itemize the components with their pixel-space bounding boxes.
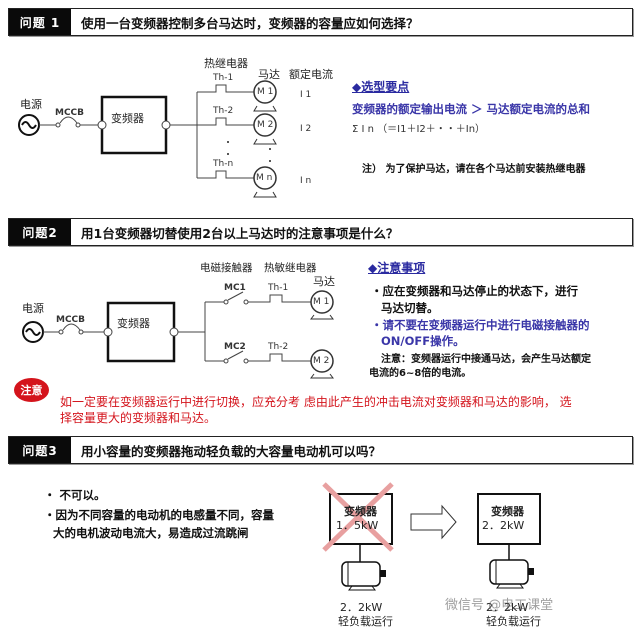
- right-motor-icon: [489, 559, 534, 589]
- contactor-mc1-label: MC1: [224, 283, 246, 293]
- wrong-motor-icon: [341, 561, 386, 591]
- motor-2-icon: [253, 113, 277, 145]
- motor-2-icon: [310, 349, 334, 379]
- note-item-1-line-2: 马达切替。: [381, 301, 439, 315]
- relay-th1-label: Th-1: [213, 73, 234, 83]
- answer-line-3: 大的电机波动电流大，易造成过流跳闸: [53, 526, 249, 540]
- q2-circuit-svg: [22, 290, 334, 379]
- relay-thn-label: Th-n: [213, 159, 234, 169]
- wrong-inverter-label: 变频器: [344, 505, 377, 518]
- selection-rule: 变频器的额定输出电流 ＞ 马达额定电流的总和: [352, 102, 591, 116]
- caution-line-2: 电流的6~8倍的电流。: [369, 368, 472, 379]
- note-item-2-line-1: ・请不要在变频器运行中进行电磁接触器的: [371, 318, 590, 332]
- question-2-label: 问题2: [9, 219, 71, 245]
- mccb-label: MCCB: [55, 108, 85, 118]
- power-source-label: 电源: [20, 98, 42, 111]
- motor-2-label: M 2: [313, 356, 330, 366]
- q3-comparison-diagram: 变频器 1．5kW 2．2kW 轻负载运行 变频器 2．2kW 2．2kW 轻负…: [310, 470, 640, 631]
- caution-badge: 注意: [14, 378, 49, 402]
- question-2-bar: 问题2 用1台变频器切替使用2台以上马达时的注意事项是什么？: [8, 218, 633, 246]
- question-1-text: 使用一台变频器控制多台马达时，变频器的容量应如何选择？: [81, 15, 419, 31]
- right-motor-rating: 2．2kW: [486, 601, 529, 614]
- contactor-mc2-label: MC2: [224, 342, 246, 352]
- inverter-label: 变频器: [117, 317, 150, 330]
- current-in-label: I n: [300, 176, 312, 186]
- inverter-box: [106, 301, 176, 363]
- right-motor-note: 轻负载运行: [486, 615, 541, 628]
- relay-th2-label: Th-2: [213, 106, 234, 116]
- right-inverter-box: [477, 493, 541, 545]
- inverter-label: 变频器: [111, 112, 144, 125]
- warning-line-1: 如一定要在变频器运行中进行切换，应充分考 虑由此产生的冲击电流对变频器和马达的影…: [60, 395, 572, 409]
- motor-1-label: M 1: [313, 297, 330, 307]
- current-i2-label: I 2: [300, 124, 312, 134]
- motor-header: 马达: [258, 68, 280, 81]
- question-1-label: 问题 1: [9, 9, 71, 35]
- question-3-text: 用小容量的变频器拖动轻负载的大容量电动机可以吗？: [81, 443, 382, 459]
- current-sum-formula: Σ I n （＝I1＋I2＋・・＋In）: [352, 124, 486, 135]
- notes-heading: ◆注意事项: [368, 261, 426, 275]
- answer-line-2: ・因为不同容量的电动机的电感量不同，容量: [44, 508, 274, 522]
- mccb-label: MCCB: [56, 315, 86, 325]
- thermal-relay-header: 热继电器: [204, 57, 248, 70]
- contactor-header: 电磁接触器: [200, 262, 253, 274]
- question-2-text: 用1台变频器切替使用2台以上马达时的注意事项是什么？: [81, 225, 399, 241]
- motor-1-icon: [310, 290, 334, 320]
- right-inverter-rating: 2．2kW: [482, 519, 525, 532]
- motor-1-icon: [253, 80, 277, 112]
- contactor-mc2-icon: [227, 350, 244, 360]
- contactor-mc1-icon: [227, 291, 244, 301]
- wrong-motor-rating: 2．2kW: [340, 601, 383, 614]
- power-source-label: 电源: [22, 302, 44, 315]
- thermal-relay-note: 注） 为了保护马达，请在各个马达前安装热继电器: [362, 164, 586, 175]
- wrong-inverter-rating: 1．5kW: [336, 519, 379, 532]
- q2-circuit-diagram: 电源 MCCB 变频器 电磁接触器 热敏继电器 马达 MC1 MC2 Th-1 …: [0, 255, 350, 380]
- motor-n-label: M n: [256, 173, 273, 183]
- q1-circuit-diagram: 电源 MCCB 变频器 热继电器 马达 额定电流 Th-1 Th-2 Th-n …: [0, 50, 340, 210]
- arrow-right-icon: [410, 504, 457, 540]
- question-3-bar: 问题3 用小容量的变频器拖动轻负载的大容量电动机可以吗？: [8, 436, 633, 464]
- motor-n-icon: [253, 166, 277, 198]
- right-inverter-label: 变频器: [491, 505, 524, 518]
- current-i1-label: I 1: [300, 90, 312, 100]
- q1-circuit-svg: [18, 80, 277, 198]
- note-item-1-line-1: ・应在变频器和马达停止的状态下，进行: [371, 284, 578, 298]
- note-item-2-line-2: ON/OFF操作。: [381, 334, 465, 348]
- motor-1-label: M 1: [257, 87, 274, 97]
- caution-line-1: 注意：变频器运行中接通马达，会产生马达额定: [381, 354, 591, 365]
- motor-2-label: M 2: [257, 120, 274, 130]
- watermark: 微信号 @电工课堂: [445, 598, 554, 613]
- motor-header: 马达: [313, 275, 335, 288]
- warning-line-2: 择容量更大的变频器和马达。: [60, 411, 217, 425]
- rated-current-header: 额定电流: [289, 68, 333, 81]
- relay-th2-label: Th-2: [268, 342, 289, 352]
- q3-comparison-svg: [322, 482, 541, 591]
- thermal-relay-header: 热敏继电器: [264, 262, 317, 274]
- selection-tips-heading: ◆选型要点: [352, 80, 410, 94]
- relay-th1-label: Th-1: [268, 283, 289, 293]
- question-3-label: 问题3: [9, 437, 71, 463]
- wrong-motor-note: 轻负载运行: [338, 615, 393, 628]
- question-1-bar: 问题 1 使用一台变频器控制多台马达时，变频器的容量应如何选择？: [8, 8, 633, 36]
- answer-line-1: ・ 不可以。: [44, 488, 106, 502]
